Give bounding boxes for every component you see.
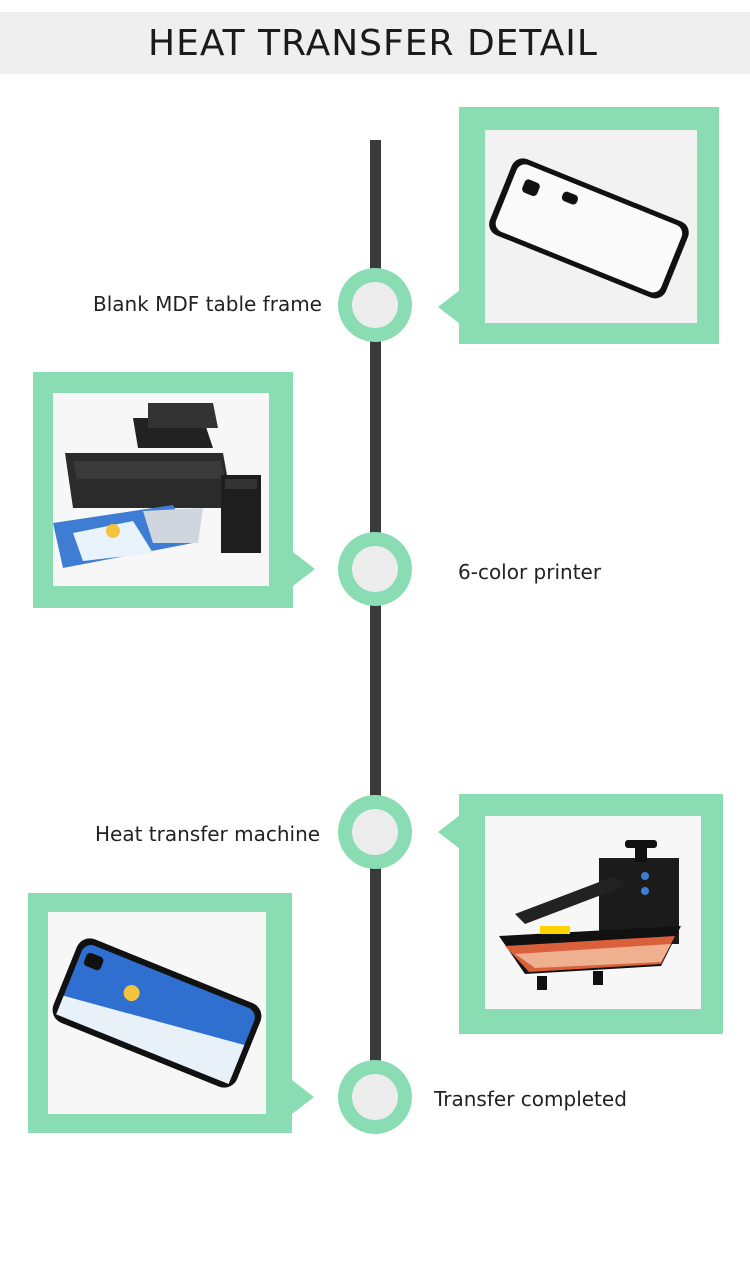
timeline-node-3 (338, 795, 412, 869)
timeline-node-2 (338, 532, 412, 606)
printed-phone-case-image (48, 912, 266, 1114)
step-frame-4 (28, 893, 292, 1133)
step-label-4: Transfer completed (434, 1087, 627, 1111)
step-frame-2 (33, 372, 293, 608)
timeline-node-1 (338, 268, 412, 342)
header-bar: HEAT TRANSFER DETAIL (0, 12, 750, 74)
blank-phone-case-image (485, 130, 697, 323)
step-label-2: 6-color printer (458, 560, 602, 584)
step-label-3: Heat transfer machine (95, 822, 321, 846)
printer-image (53, 393, 269, 586)
pointer-4 (292, 1080, 314, 1114)
timeline-node-4 (338, 1060, 412, 1134)
pointer-3 (438, 815, 460, 849)
heat-press-image (485, 816, 701, 1009)
page-title: HEAT TRANSFER DETAIL (148, 22, 598, 64)
step-frame-1 (459, 107, 719, 344)
step-frame-3 (459, 794, 723, 1034)
step-label-1: Blank MDF table frame (93, 292, 322, 316)
pointer-1 (438, 290, 460, 324)
pointer-2 (293, 552, 315, 586)
